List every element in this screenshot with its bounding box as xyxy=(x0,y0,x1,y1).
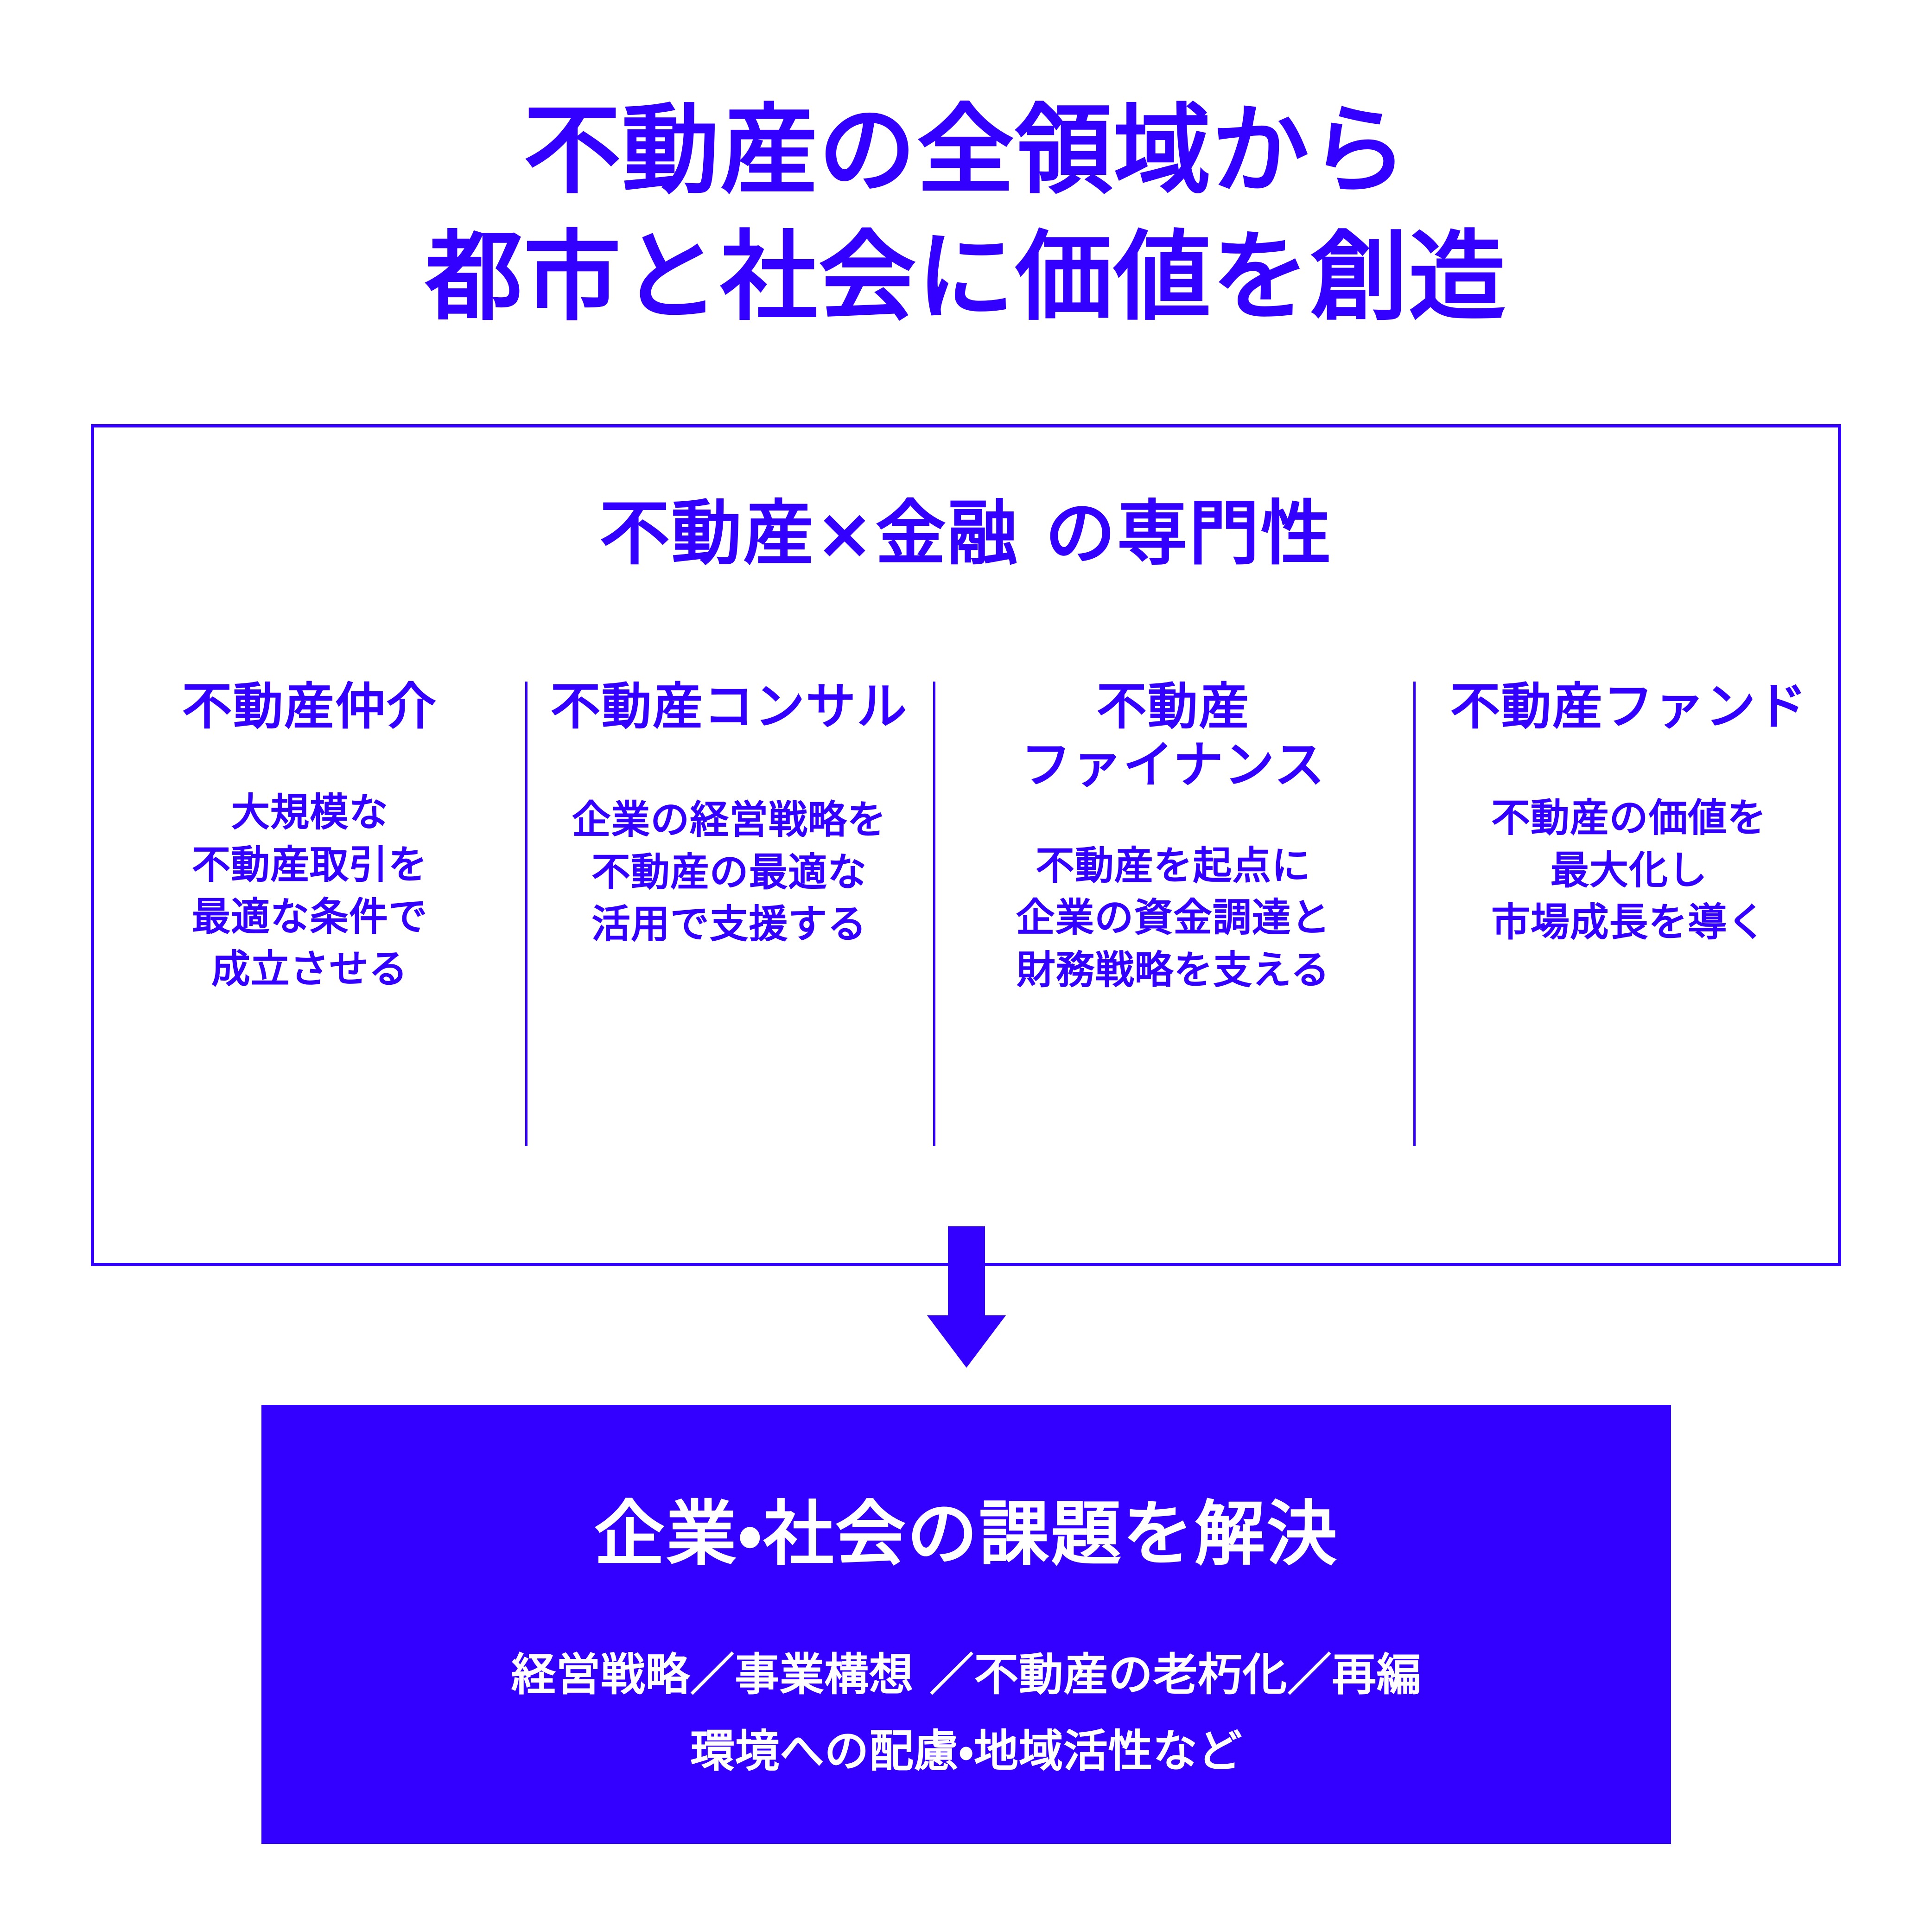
column-1-description-line-1: 大規模な xyxy=(231,790,388,835)
page-title: 不動産の全領域から 都市と社会に価値を創造 xyxy=(0,87,1932,340)
outcome-subtitle-line-1: 経営戦略／事業構想 ／不動産の老朽化／再編 xyxy=(511,1649,1422,1701)
column-4-heading-line-1: 不動産ファンド xyxy=(1450,678,1808,736)
down-arrow-shaft xyxy=(948,1226,985,1317)
column-3-description-line-3: 財務戦略を支える xyxy=(1016,947,1330,993)
column-real-estate-finance: 不動産 ファイナンス 不動産を起点に 企業の資金調達と 財務戦略を支える xyxy=(933,673,1413,1147)
column-real-estate-fund: 不動産ファンド 不動産の価値を 最大化し 市場成長を導く xyxy=(1413,673,1844,1146)
column-2-description-line-2: 不動産の最適な xyxy=(591,849,867,895)
expertise-panel-title: 不動産×金融 の専門性 xyxy=(599,492,1333,574)
column-4-description-line-3: 市場成長を導く xyxy=(1491,899,1767,945)
column-4-description-line-1: 不動産の価値を xyxy=(1491,795,1767,841)
column-4-description-line-2: 最大化し xyxy=(1550,847,1708,893)
column-3-description-line-1: 不動産を起点に xyxy=(1036,842,1311,888)
column-3-heading: 不動産 ファイナンス xyxy=(933,678,1413,795)
column-1-description: 大規模な 不動産取引を 最適な条件で 成立させる xyxy=(94,786,525,995)
column-2-heading: 不動産コンサル xyxy=(525,678,933,736)
column-2-description-line-3: 活用で支援する xyxy=(591,901,867,947)
column-4-heading: 不動産ファンド xyxy=(1413,678,1844,736)
expertise-columns: 不動産仲介 大規模な 不動産取引を 最適な条件で 成立させる 不動産コンサル 企… xyxy=(94,673,1838,1147)
column-2-description-line-1: 企業の経営戦略を xyxy=(572,797,887,843)
down-arrow-icon xyxy=(927,1226,1006,1368)
column-1-description-line-2: 不動産取引を xyxy=(191,842,428,887)
outcome-box: 企業・社会の課題を解決 経営戦略／事業構想 ／不動産の老朽化／再編 環境への配慮… xyxy=(261,1405,1671,1844)
column-1-description-line-4: 成立させる xyxy=(211,946,408,992)
column-2-heading-line-1: 不動産コンサル xyxy=(550,678,908,736)
outcome-subtitle-line-2: 環境への配慮・地域活性など xyxy=(690,1725,1242,1778)
down-arrow-head xyxy=(927,1315,1006,1368)
column-real-estate-brokerage: 不動産仲介 大規模な 不動産取引を 最適な条件で 成立させる xyxy=(94,673,525,995)
expertise-panel: 不動産×金融 の専門性 不動産仲介 大規模な 不動産取引を 最適な条件で 成立さ… xyxy=(91,424,1841,1266)
column-real-estate-consulting: 不動産コンサル 企業の経営戦略を 不動産の最適な 活用で支援する xyxy=(525,673,933,1146)
column-3-heading-line-2: ファイナンス xyxy=(1021,736,1326,795)
column-1-heading-line-1: 不動産仲介 xyxy=(182,678,438,736)
column-1-description-line-3: 最適な条件で xyxy=(191,894,428,940)
page-title-line-2: 都市と社会に価値を創造 xyxy=(425,220,1507,334)
column-4-description: 不動産の価値を 最大化し 市場成長を導く xyxy=(1413,792,1844,949)
outcome-subtitle: 経営戦略／事業構想 ／不動産の老朽化／再編 環境への配慮・地域活性など xyxy=(261,1637,1671,1790)
outcome-title: 企業・社会の課題を解決 xyxy=(594,1493,1339,1575)
column-3-description-line-2: 企業の資金調達と xyxy=(1016,895,1331,941)
column-3-description: 不動産を起点に 企業の資金調達と 財務戦略を支える xyxy=(933,840,1413,996)
column-1-heading: 不動産仲介 xyxy=(94,678,525,736)
column-3-heading-line-1: 不動産 xyxy=(1096,678,1250,736)
page-title-line-1: 不動産の全領域から xyxy=(523,94,1409,207)
column-2-description: 企業の経営戦略を 不動産の最適な 活用で支援する xyxy=(525,794,933,950)
